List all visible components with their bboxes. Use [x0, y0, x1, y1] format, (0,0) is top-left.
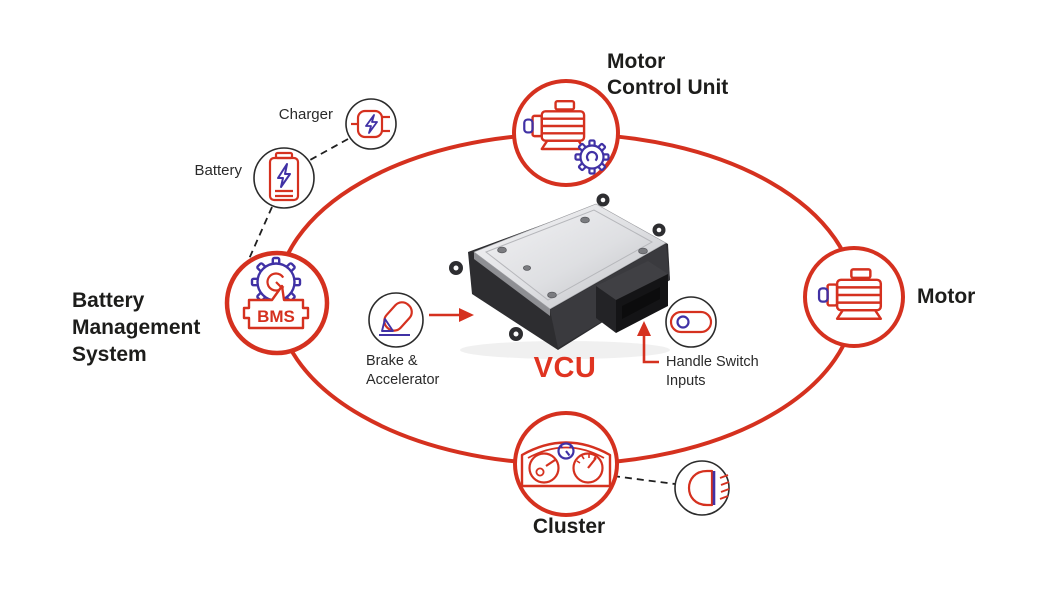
gear-icon [574, 139, 610, 175]
mounting-ear-icon [596, 193, 666, 237]
brake-arrow [429, 308, 474, 322]
node-headlight [674, 460, 730, 516]
charger-plug-icon [351, 109, 390, 139]
charger-battery-connector [309, 138, 349, 161]
node-motor-control-unit [512, 79, 620, 187]
connector-icon [596, 261, 668, 333]
bms-chip-icon: BMS [242, 284, 310, 330]
cluster-label: Cluster [532, 515, 606, 538]
mcu-label-line2: Control Unit [607, 76, 729, 99]
handle-switch-label: Handle Switch Inputs [666, 353, 759, 391]
node-charger [345, 98, 397, 150]
brake-label-line2: Accelerator [366, 372, 440, 388]
node-brake-accelerator [368, 292, 424, 348]
mcu-label: Motor Control Unit [607, 49, 728, 101]
node-motor [803, 246, 905, 348]
bolt-icon [277, 163, 291, 188]
node-handle-switch [665, 296, 717, 348]
brake-accelerator-label: Brake & Accelerator [366, 352, 439, 390]
brake-label-line1: Brake & [366, 353, 418, 369]
node-bms: BMS [224, 250, 330, 356]
mcu-label-line1: Motor [607, 50, 666, 73]
gear-icon: BMS [242, 256, 310, 330]
battery-bms-connector [248, 206, 273, 260]
bms-badge-text: BMS [257, 307, 295, 326]
mounting-ear-icon [449, 261, 523, 341]
screw-icon [497, 216, 648, 299]
node-cluster [513, 411, 619, 517]
charger-label: Charger [278, 106, 333, 123]
bms-label-line1: Battery [72, 289, 145, 312]
bolt-icon [365, 114, 378, 134]
bms-label-line2: Management [72, 316, 201, 339]
toggle-switch-icon [669, 310, 713, 334]
battery-icon [268, 151, 300, 202]
handle-arrow [637, 321, 659, 364]
dashed-connectors [248, 138, 676, 485]
handle-label-line1: Handle Switch [666, 354, 759, 370]
bms-label-line3: System [72, 343, 147, 366]
handle-label-line2: Inputs [666, 373, 706, 389]
battery-label: Battery [194, 162, 242, 179]
instrument-cluster-icon [520, 441, 612, 488]
bms-label: Battery Management System [72, 287, 200, 368]
cluster-headlight-connector [612, 475, 676, 485]
motor-label: Motor [917, 285, 976, 308]
headlight-icon [687, 469, 730, 507]
pedal-icon [379, 301, 413, 336]
vcu-label: VCU [533, 352, 597, 384]
vcu-device-image [449, 193, 670, 359]
node-battery [253, 147, 315, 209]
